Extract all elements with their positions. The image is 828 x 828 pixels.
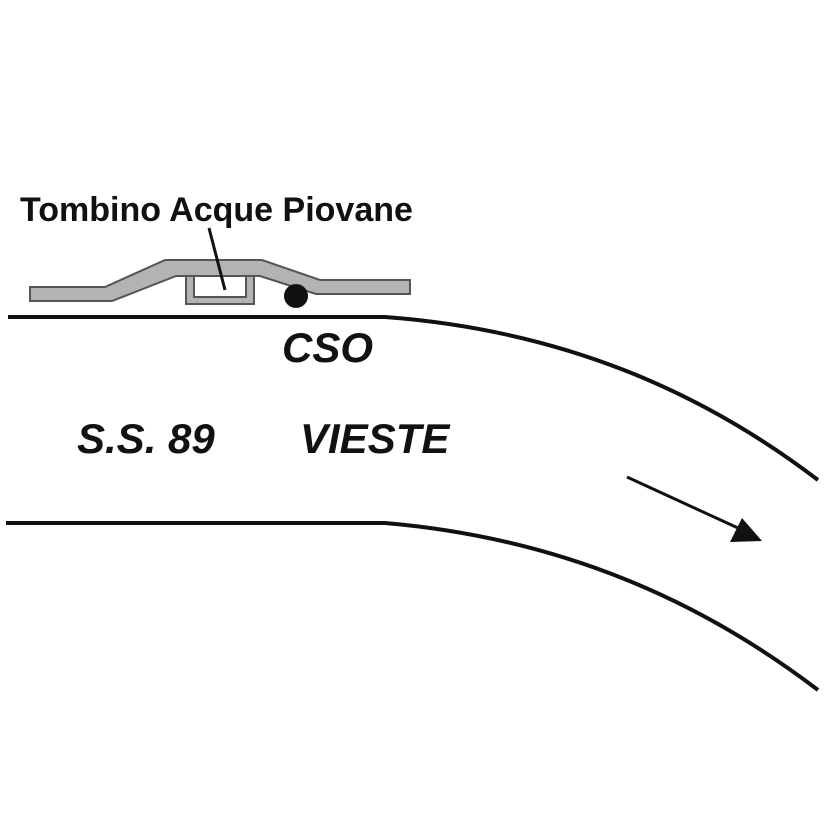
- flow-arrow-icon: [626, 475, 762, 542]
- drain-chamber: [185, 275, 255, 305]
- pavement-profile: [29, 259, 411, 305]
- pavement-band: [29, 259, 411, 302]
- cso-point-icon: [284, 284, 308, 308]
- destination-label: VIESTE: [300, 415, 451, 462]
- road-number-label: S.S. 89: [77, 415, 215, 462]
- road-edge-lower: [6, 521, 820, 692]
- drain-leader-line: [207, 227, 227, 291]
- cso-label: CSO: [282, 324, 373, 371]
- drain-label: Tombino Acque Piovane: [20, 191, 413, 229]
- road-edge-upper: [8, 315, 820, 482]
